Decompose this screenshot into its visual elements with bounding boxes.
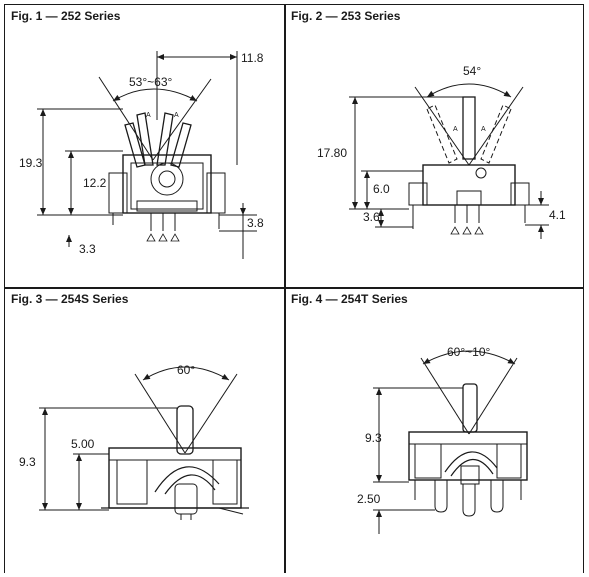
- marker-a: A: [174, 112, 179, 119]
- dim-pin-length: 3.8: [247, 216, 264, 230]
- figure-panel-2: Fig. 2 — 253 Series: [284, 4, 584, 289]
- dim-base: 3.6: [363, 210, 380, 224]
- dim-height-total: 17.80: [317, 146, 347, 160]
- marker-a: A: [453, 126, 458, 133]
- dim-height-total: 9.3: [365, 431, 382, 445]
- diagram-253-series: 54° 17.80 6.0 3.6 4.1 A A: [317, 64, 566, 239]
- dim-height-total: 19.3: [19, 156, 43, 170]
- figure-title: Fig. 2 — 253 Series: [291, 9, 401, 23]
- dim-base: 3.3: [79, 242, 96, 256]
- angle-label: 60°~10°: [447, 345, 491, 359]
- dim-height-body: 6.0: [373, 182, 390, 196]
- diagram-252-series: 53°~63° 11.8 19.3 12.2 3.8 3.3 A A: [19, 51, 264, 259]
- dim-height-total: 9.3: [19, 455, 36, 469]
- angle-label: 53°~63°: [129, 75, 173, 89]
- figure-panel-4: Fig. 4 — 254T Series: [284, 287, 584, 573]
- dim-pin-length: 4.1: [549, 208, 566, 222]
- figure-panel-3: Fig. 3 — 254S Series: [4, 287, 286, 573]
- dim-height-body: 12.2: [83, 176, 107, 190]
- figure-panel-1: Fig. 1 — 252 Series: [4, 4, 286, 289]
- dim-width-top: 11.8: [241, 51, 264, 65]
- marker-a: A: [481, 126, 486, 133]
- dim-pin-length: 2.50: [357, 492, 381, 506]
- figure-title: Fig. 4 — 254T Series: [291, 292, 408, 306]
- diagram-254t-series: 60°~10° 9.3 2.50: [357, 345, 528, 534]
- figure-grid: Fig. 1 — 252 Series: [4, 4, 584, 573]
- dim-height-body: 5.00: [71, 437, 95, 451]
- angle-label: 60°: [177, 363, 195, 377]
- figure-title: Fig. 3 — 254S Series: [11, 292, 129, 306]
- diagram-254s-series: 60° 9.3 5.00: [19, 363, 249, 520]
- figure-title: Fig. 1 — 252 Series: [11, 9, 121, 23]
- marker-a: A: [146, 112, 151, 119]
- angle-label: 54°: [463, 64, 481, 78]
